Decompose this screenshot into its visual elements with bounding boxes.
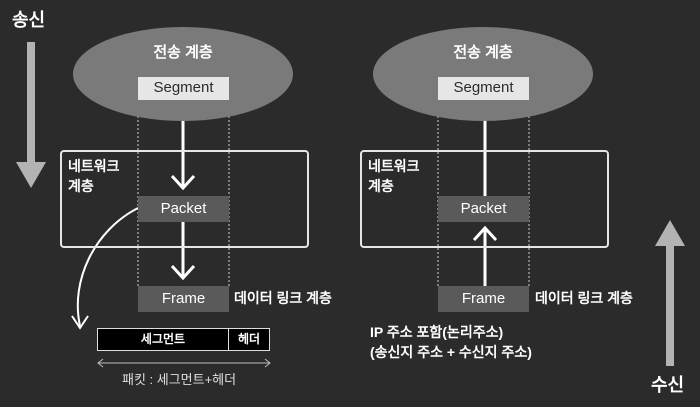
receive-direction-arrow (655, 220, 685, 366)
receiver-packet-box: Packet (438, 196, 529, 222)
receiver-frame-box: Frame (438, 286, 529, 312)
receiver-arrow-frame-to-packet (472, 225, 498, 286)
sender-frame-box: Frame (138, 286, 229, 312)
receiver-transport-layer: 전송 계층 (373, 27, 593, 121)
sender-transport-title: 전송 계층 (153, 44, 213, 61)
send-label: 송신 (12, 10, 46, 30)
packet-structure: 세그먼트 헤더 (97, 328, 270, 351)
receiver-network-layer (360, 150, 609, 248)
packet-caption: 패킷 : 세그먼트+헤더 (122, 372, 237, 387)
receiver-network-title: 네트워크 계층 (368, 158, 420, 194)
sender-network-layer (60, 150, 309, 248)
send-direction-arrow (16, 42, 46, 188)
ip-note-line1: IP 주소 포함(논리주소) (370, 324, 504, 340)
sender-transport-layer: 전송 계층 (73, 27, 293, 121)
sender-arrow-packet-to-frame (170, 222, 196, 281)
packet-detail-curved-arrow (71, 207, 139, 330)
sender-packet-box: Packet (138, 196, 229, 222)
receive-label: 수신 (651, 375, 685, 395)
sender-datalink-label: 데이터 링크 계층 (234, 290, 332, 306)
ip-note-line2: (송신지 주소 + 수신지 주소) (370, 344, 532, 360)
sender-segment-box: Segment (138, 77, 229, 100)
receiver-transport-title: 전송 계층 (453, 44, 513, 61)
packet-segment-part: 세그먼트 (98, 329, 229, 350)
receiver-segment-box: Segment (438, 77, 529, 100)
sender-network-title: 네트워크 계층 (68, 158, 120, 194)
packet-header-part: 헤더 (237, 332, 261, 346)
packet-span-arrow (97, 358, 271, 368)
receiver-datalink-label: 데이터 링크 계층 (535, 290, 633, 306)
